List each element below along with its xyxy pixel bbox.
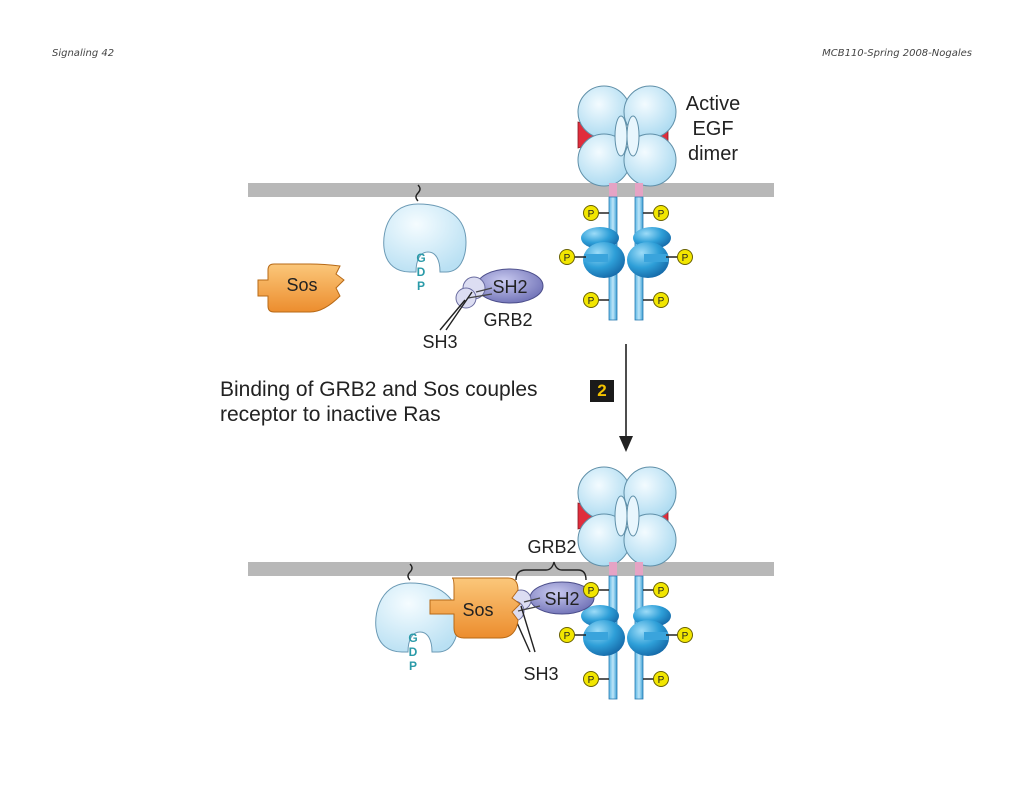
sh2-label: SH2 <box>492 277 527 297</box>
ras-gdp-bottom: G D P <box>375 563 459 673</box>
grb2-label: GRB2 <box>483 310 532 330</box>
sh3-label: SH3 <box>422 332 457 352</box>
active-label-line3: dimer <box>688 143 738 165</box>
gdp-letter-d: D <box>409 645 418 659</box>
phospho-label: P <box>588 296 595 307</box>
slide-header-right: MCB110-Spring 2008-Nogales <box>822 48 972 59</box>
egf-receptor-dimer-bottom <box>577 466 677 700</box>
gdp-letter-g: G <box>416 251 425 265</box>
phospho-label: P <box>588 209 595 220</box>
gdp-letter-p: P <box>409 659 417 673</box>
phospho-label: P <box>682 631 689 642</box>
phospho-label: P <box>658 675 665 686</box>
phosphate-group-top: P P P P P P <box>559 205 693 308</box>
active-label-line2: EGF <box>692 118 733 140</box>
phospho-label: P <box>682 253 689 264</box>
gdp-letter-p: P <box>417 279 425 293</box>
sh3-label: SH3 <box>523 664 558 684</box>
phospho-label: P <box>658 209 665 220</box>
sos-protein-top: Sos <box>257 263 345 313</box>
caption-line1: Binding of GRB2 and Sos couples <box>220 378 538 401</box>
membrane-bottom <box>248 562 774 576</box>
grb2-adapter-bottom: SH2 SH3 GRB2 <box>503 537 595 684</box>
grb2-adapter-top: SH2 GRB2 SH3 <box>422 268 544 352</box>
transition-arrow <box>619 344 633 452</box>
gdp-letter-d: D <box>417 265 426 279</box>
sos-label: Sos <box>462 600 493 620</box>
step-caption: Binding of GRB2 and Sos couples receptor… <box>220 377 538 427</box>
phospho-label: P <box>564 253 571 264</box>
phospho-label: P <box>588 586 595 597</box>
sos-label: Sos <box>286 275 317 295</box>
membrane-top <box>248 183 774 197</box>
gdp-letter-g: G <box>408 631 417 645</box>
egf-receptor-dimer-top <box>577 85 677 321</box>
phospho-label: P <box>588 675 595 686</box>
active-label-line1: Active <box>686 93 740 115</box>
phospho-label: P <box>564 631 571 642</box>
slide-header-left: Signaling 42 <box>52 48 115 59</box>
ras-gdp-top: G D P <box>383 184 467 293</box>
phospho-label: P <box>658 586 665 597</box>
sh2-label: SH2 <box>544 589 579 609</box>
caption-line2: receptor to inactive Ras <box>220 403 441 426</box>
step-number-badge: 2 <box>590 380 614 402</box>
phospho-label: P <box>658 296 665 307</box>
grb2-label: GRB2 <box>527 537 576 557</box>
phosphate-group-bottom: P P P P P P <box>559 582 693 687</box>
sos-protein-bottom: Sos <box>429 577 521 639</box>
